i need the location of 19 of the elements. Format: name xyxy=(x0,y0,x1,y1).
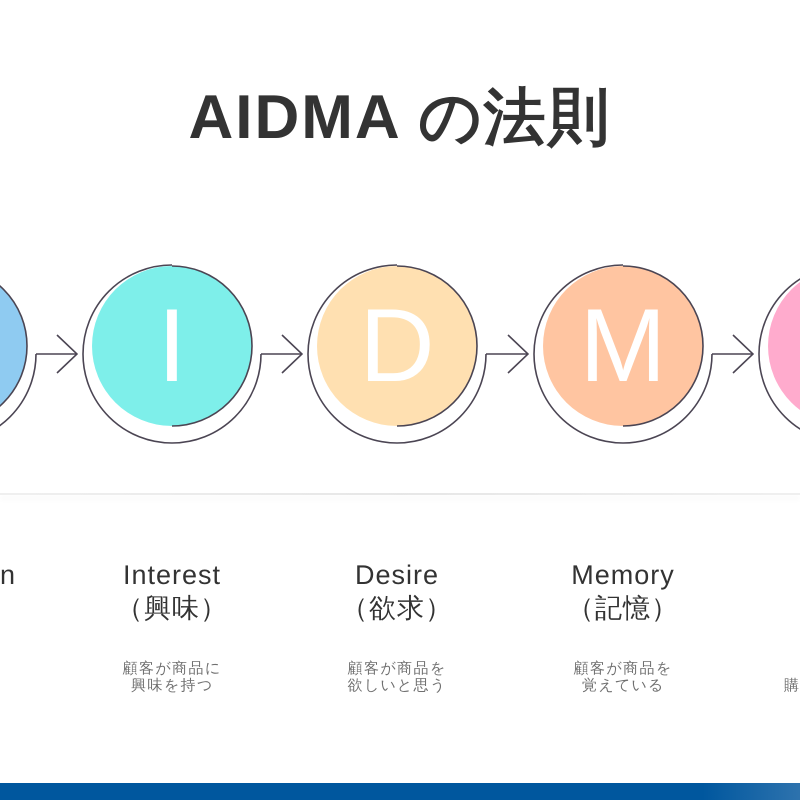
step-name: Memory （記憶） xyxy=(567,559,679,625)
arrow xyxy=(36,334,78,374)
arrow xyxy=(712,334,754,374)
step-description: 顧客が商品を欲しいと思う xyxy=(347,660,447,694)
title: AIDMA の法則 xyxy=(188,86,612,150)
step-name: Desire （欲求） xyxy=(341,559,453,625)
step-circle xyxy=(82,264,262,445)
step-description: 購 xyxy=(784,676,799,694)
step-name: n xyxy=(0,559,16,592)
step-letter: I xyxy=(158,294,186,398)
step-circle xyxy=(307,264,487,445)
step-letter: D xyxy=(359,294,435,398)
step-description: 顧客が商品に興味を持つ xyxy=(122,660,222,694)
step-letter: M xyxy=(580,294,666,398)
step-circle xyxy=(533,264,713,445)
step-name: Interest （興味） xyxy=(116,559,228,625)
step-description: 顧客が商品を覚えている xyxy=(573,660,673,694)
arrow xyxy=(486,334,529,374)
arrow xyxy=(261,334,303,374)
